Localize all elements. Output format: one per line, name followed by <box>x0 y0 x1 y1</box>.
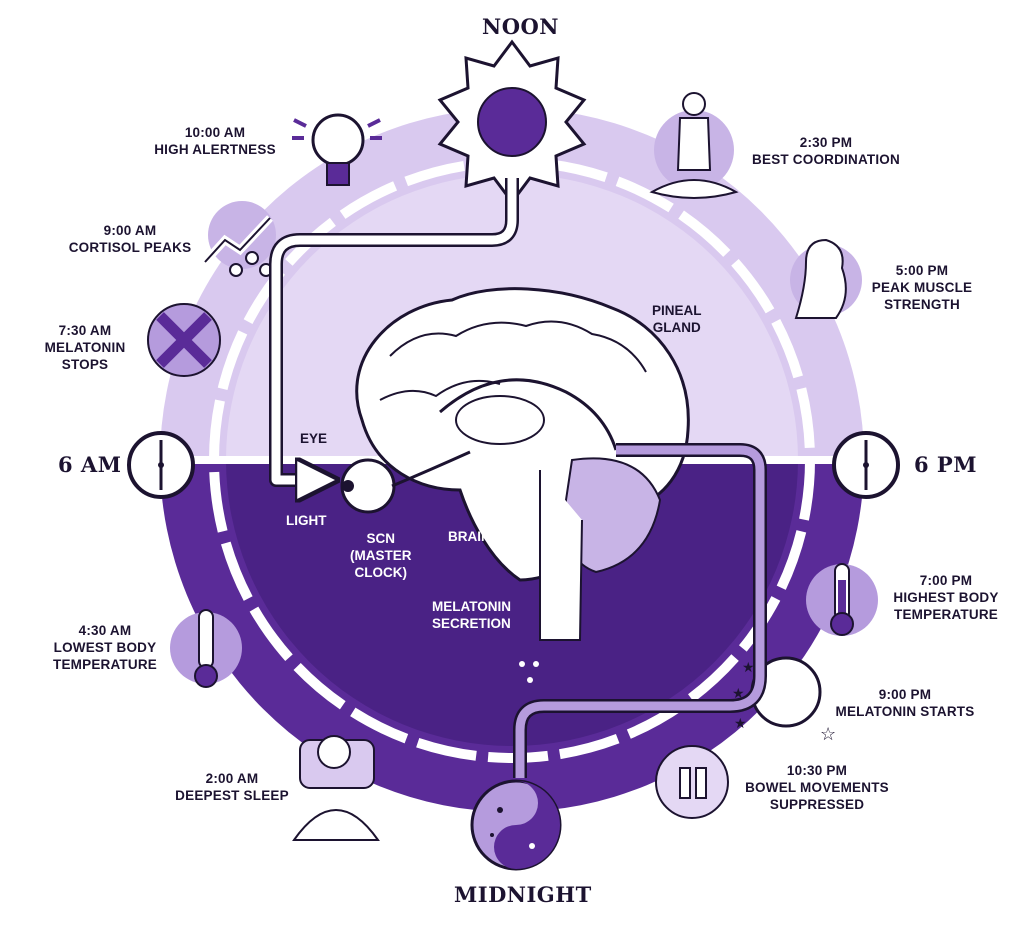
clock-6pm-icon <box>832 431 900 499</box>
eye-label: EYE <box>300 431 328 446</box>
svg-text:★: ★ <box>732 685 745 701</box>
axis-6am-label: 6 AM <box>58 452 122 477</box>
svg-text:★: ★ <box>742 659 755 675</box>
brain-label: BRAIN <box>448 529 491 544</box>
meditating-person-icon <box>649 92 739 199</box>
x-mark-icon <box>147 303 221 377</box>
axis-noon-label: NOON <box>482 14 559 39</box>
sleeping-person-icon <box>292 735 380 841</box>
svg-text:★: ★ <box>734 715 747 731</box>
sun-icon <box>437 39 587 205</box>
flexed-arm-icon <box>790 238 862 319</box>
axis-midnight-label: MIDNIGHT <box>454 882 592 907</box>
melatonin-path-arrow <box>513 443 767 778</box>
thermometer-low-icon <box>170 609 242 688</box>
rising-arrow-icon <box>202 201 276 277</box>
clock-6am-icon <box>127 431 195 499</box>
eye-icon <box>340 450 471 514</box>
svg-text:☆: ☆ <box>820 724 836 744</box>
axis-6pm-label: 6 PM <box>914 452 977 477</box>
light-label: LIGHT <box>286 513 327 528</box>
lightbulb-icon <box>292 113 382 186</box>
moon-icon <box>470 779 562 871</box>
thermometer-high-icon <box>806 563 878 636</box>
bowel-icon <box>655 745 729 819</box>
light-path-arrow <box>269 178 519 480</box>
